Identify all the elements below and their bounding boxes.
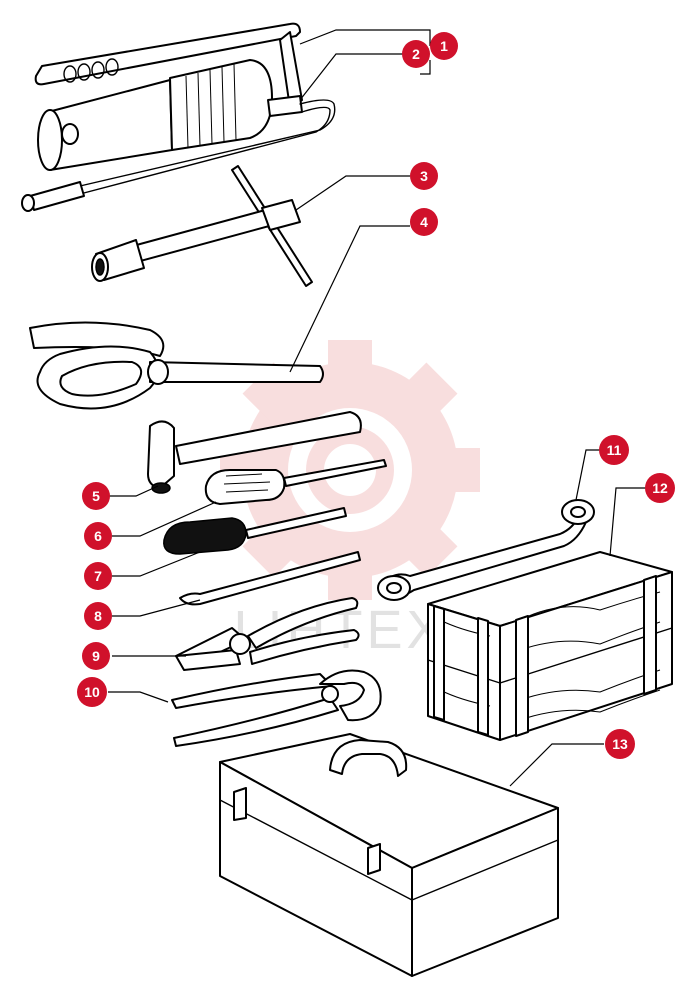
hammer (147, 411, 362, 494)
screwdriver-dark (163, 507, 347, 555)
callout-11-label: 11 (607, 442, 622, 458)
wooden-crate (427, 551, 673, 741)
pliers (175, 597, 360, 671)
callout-8-label: 8 (94, 608, 102, 624)
callout-6: 6 (84, 522, 112, 550)
callout-2: 2 (402, 40, 430, 68)
callout-11: 11 (599, 435, 629, 465)
callout-9: 9 (82, 642, 110, 670)
t-handle-socket-wrench (91, 165, 313, 287)
strap-wrench (29, 321, 324, 410)
screwdriver-wood (204, 459, 387, 505)
callout-7-label: 7 (94, 568, 102, 584)
callout-5: 5 (82, 482, 110, 510)
callout-12: 12 (645, 473, 675, 503)
callout-5-label: 5 (92, 488, 100, 504)
callout-1: 1 (430, 32, 458, 60)
callout-1-label: 1 (440, 38, 448, 54)
callout-7: 7 (84, 562, 112, 590)
callout-4: 4 (410, 208, 438, 236)
grease-gun (21, 22, 336, 212)
callout-13: 13 (605, 729, 635, 759)
callout-2-label: 2 (412, 46, 420, 62)
callout-10: 10 (77, 677, 107, 707)
callout-12-label: 12 (652, 480, 668, 496)
tool-box (219, 733, 559, 977)
callout-10-label: 10 (84, 684, 100, 700)
callout-3: 3 (410, 162, 438, 190)
adjustable-pliers (171, 669, 382, 747)
leader-lines (108, 29, 646, 787)
pry-bar (179, 551, 361, 606)
callout-3-label: 3 (420, 168, 428, 184)
callout-8: 8 (84, 602, 112, 630)
callout-4-label: 4 (420, 214, 428, 230)
callout-13-label: 13 (612, 736, 628, 752)
callout-6-label: 6 (94, 528, 102, 544)
callout-9-label: 9 (92, 648, 100, 664)
offset-box-wrench (377, 499, 595, 601)
